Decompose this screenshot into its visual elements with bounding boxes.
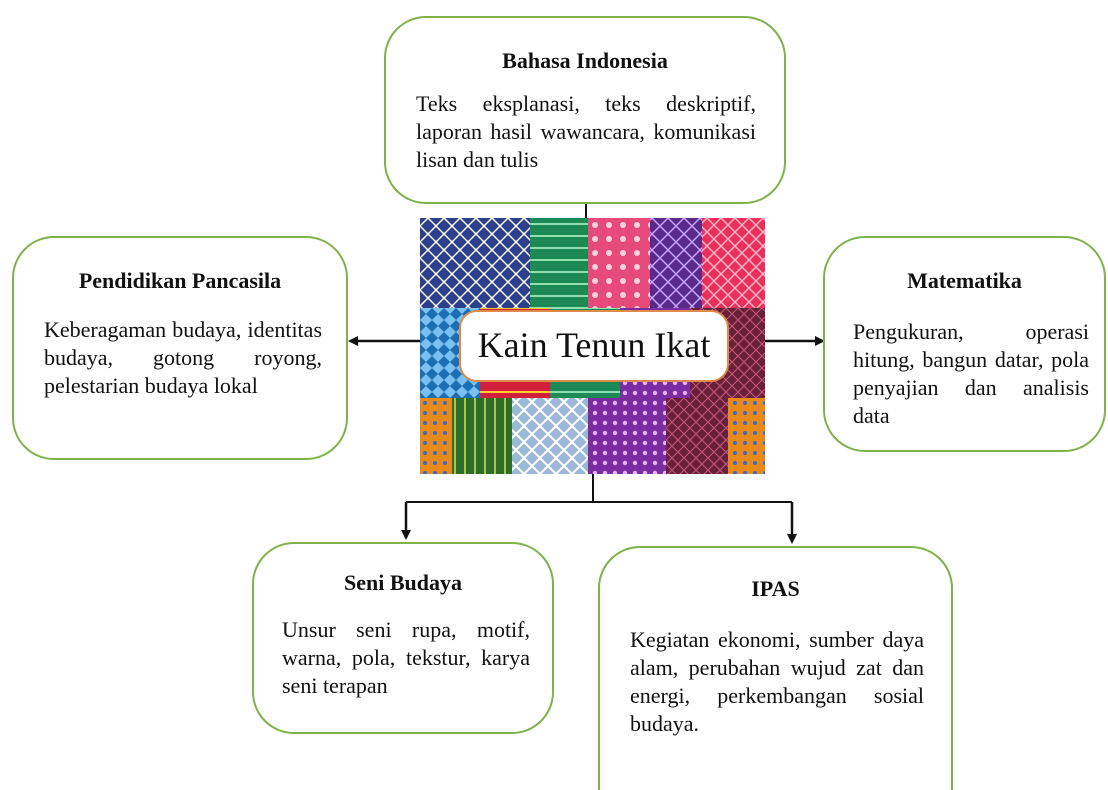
kain-tenun-ikat-image: [420, 218, 765, 474]
subject-body-seni-budaya: Unsur seni rupa, motif, warna, pola, tek…: [282, 617, 530, 698]
subject-box-matematika: Matematika Pengukuran, operasi hitung, b…: [823, 236, 1106, 452]
center-topic-label: Kain Tenun Ikat: [459, 310, 729, 382]
subject-box-ipas: IPAS Kegiatan ekonomi, sumber daya alam,…: [598, 546, 953, 790]
subject-title-bahasa-indonesia: Bahasa Indonesia: [502, 48, 668, 73]
subject-title-pendidikan-pancasila: Pendidikan Pancasila: [78, 268, 282, 293]
subject-title-seni-budaya: Seni Budaya: [344, 570, 462, 595]
subject-title-ipas: IPAS: [751, 576, 800, 601]
subject-title-matematika: Matematika: [907, 268, 1022, 293]
subject-body-matematika: Pengukuran, operasi hitung, bangun datar…: [853, 319, 1089, 428]
subject-box-seni-budaya: Seni Budaya Unsur seni rupa, motif, warn…: [252, 542, 554, 734]
subject-body-pendidikan-pancasila: Keberagaman budaya, identitas budaya, go…: [44, 317, 322, 398]
subject-box-bahasa-indonesia: Bahasa Indonesia Teks eksplanasi, teks d…: [384, 16, 786, 204]
subject-box-pendidikan-pancasila: Pendidikan Pancasila Keberagaman budaya,…: [12, 236, 348, 460]
subject-body-ipas: Kegiatan ekonomi, sumber daya alam, peru…: [630, 627, 924, 736]
subject-body-bahasa-indonesia: Teks eksplanasi, teks deskriptif, lapora…: [416, 91, 756, 172]
